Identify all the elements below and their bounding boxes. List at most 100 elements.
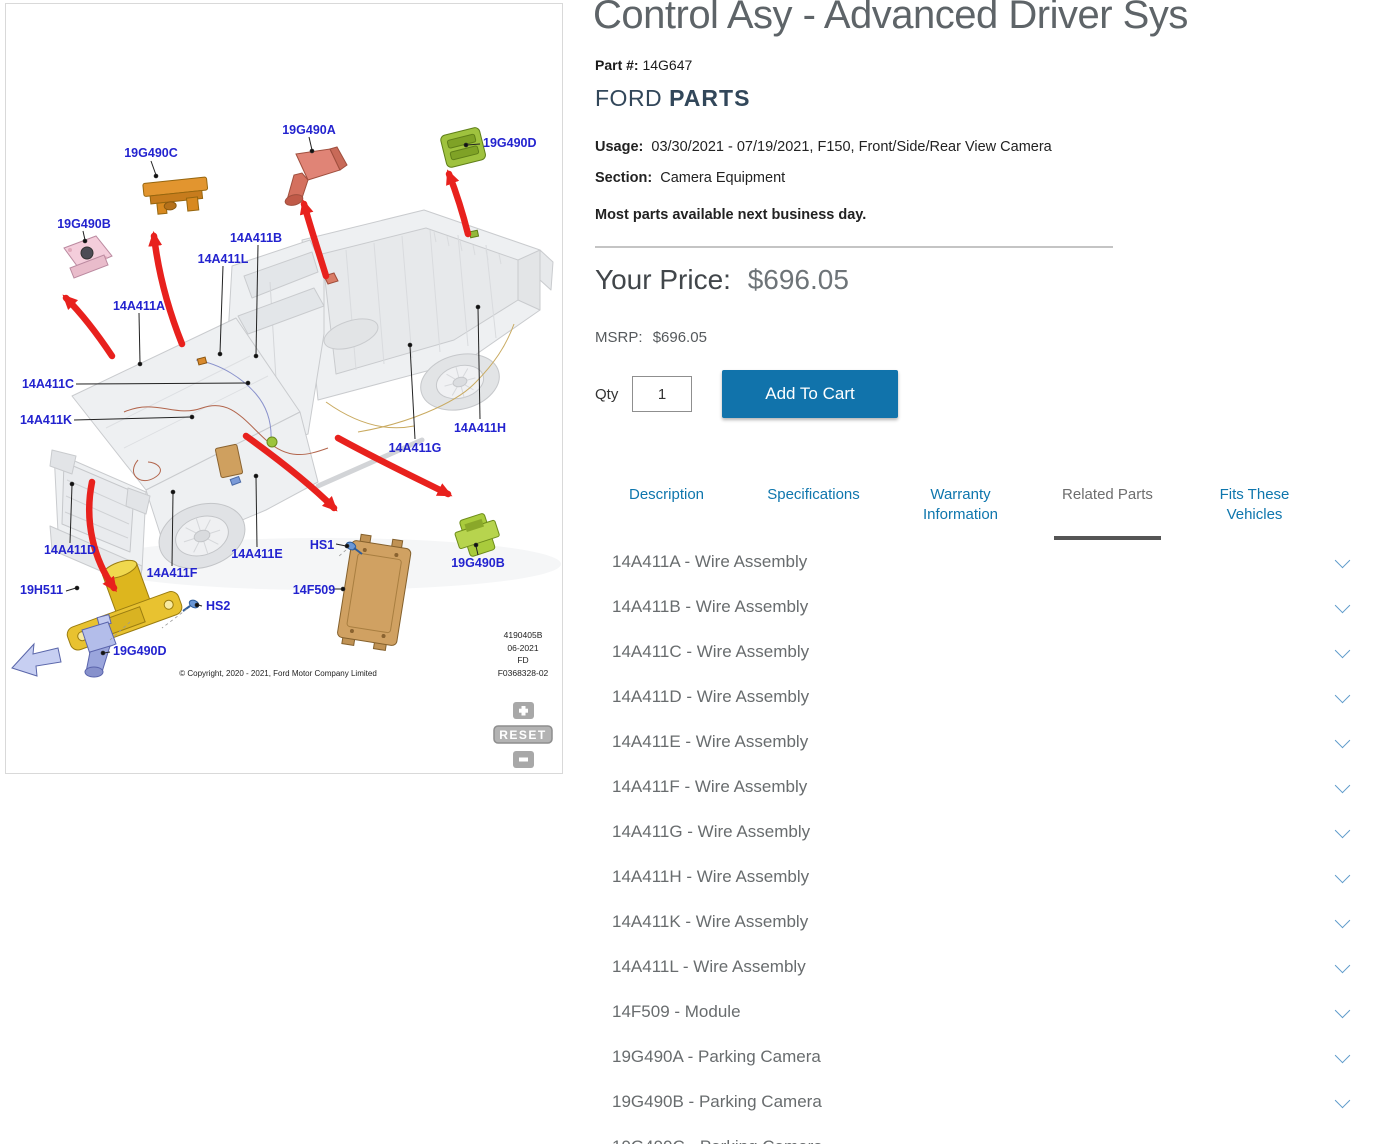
section-label: Section: bbox=[595, 170, 653, 186]
tab-label: Fits These Vehicles bbox=[1219, 486, 1290, 523]
part-label: 14A411B bbox=[230, 231, 282, 245]
tab-label: Description bbox=[628, 486, 705, 503]
tab-warranty-information[interactable]: Warranty Information bbox=[887, 483, 1034, 540]
zoom-reset-button[interactable]: RESET bbox=[493, 725, 553, 744]
chevron-down-icon[interactable] bbox=[1334, 912, 1351, 929]
quantity-input[interactable] bbox=[632, 376, 692, 412]
part-14f509 bbox=[337, 533, 412, 652]
chevron-down-icon[interactable] bbox=[1334, 687, 1351, 704]
diagram-copyright: © Copyright, 2020 - 2021, Ford Motor Com… bbox=[179, 669, 377, 678]
chevron-down-icon[interactable] bbox=[1334, 822, 1351, 839]
related-part-row[interactable]: 19G490A - Parking Camera bbox=[612, 1043, 1352, 1088]
part-label: 19H511 bbox=[20, 583, 63, 597]
chevron-down-icon[interactable] bbox=[1334, 1047, 1351, 1064]
related-part-label: 14A411F - Wire Assembly bbox=[612, 777, 808, 796]
related-part-label: 19G490B - Parking Camera bbox=[612, 1092, 822, 1111]
chevron-down-icon[interactable] bbox=[1334, 642, 1351, 659]
purchase-controls: Qty Add To Cart bbox=[595, 370, 995, 420]
tab-label: Warranty Information bbox=[922, 486, 999, 523]
page-title: Control Asy - Advanced Driver Sys bbox=[593, 0, 1188, 37]
section-line: Section: Camera Equipment bbox=[595, 170, 785, 186]
related-part-row[interactable]: 14A411C - Wire Assembly bbox=[612, 638, 1352, 683]
related-part-row[interactable]: 14F509 - Module bbox=[612, 998, 1352, 1043]
section-value: Camera Equipment bbox=[660, 170, 786, 186]
chevron-down-icon[interactable] bbox=[1334, 1002, 1351, 1019]
chevron-down-icon[interactable] bbox=[1334, 597, 1351, 614]
zoom-out-button[interactable] bbox=[513, 751, 534, 768]
related-part-label: 14A411B - Wire Assembly bbox=[612, 597, 809, 616]
stamp-line: 06-2021 bbox=[507, 643, 538, 653]
part-label: 14A411G bbox=[389, 441, 442, 455]
tab-fits-these-vehicles[interactable]: Fits These Vehicles bbox=[1181, 483, 1328, 540]
tab-related-parts[interactable]: Related Parts bbox=[1034, 483, 1181, 540]
stamp-line: 4190405B bbox=[504, 630, 543, 640]
part-19g490b-top bbox=[63, 235, 113, 279]
related-part-label: 14A411K - Wire Assembly bbox=[612, 912, 809, 931]
parts-diagram: 19G490C 19G490A 19G490D 19G490B 14A411B … bbox=[11, 123, 561, 768]
red-arrows bbox=[62, 169, 472, 593]
part-label: 19G490B bbox=[451, 556, 505, 570]
related-part-row[interactable]: 14A411F - Wire Assembly bbox=[612, 773, 1352, 818]
chevron-down-icon[interactable] bbox=[1334, 552, 1351, 569]
related-part-row[interactable]: 14A411D - Wire Assembly bbox=[612, 683, 1352, 728]
related-parts-list: 14A411A - Wire Assembly 14A411B - Wire As… bbox=[612, 548, 1352, 1144]
related-part-row[interactable]: 14A411E - Wire Assembly bbox=[612, 728, 1352, 773]
related-part-label: 14A411G - Wire Assembly bbox=[612, 822, 811, 841]
related-part-row[interactable]: 14A411K - Wire Assembly bbox=[612, 908, 1352, 953]
related-part-label: 14A411A - Wire Assembly bbox=[612, 552, 808, 571]
part-number-value: 14G647 bbox=[642, 57, 693, 73]
product-info-column: Control Asy - Advanced Driver Sys Part #… bbox=[593, 0, 1355, 1144]
product-tabs: Description Specifications Warranty Info… bbox=[593, 483, 1330, 540]
msrp-value: $696.05 bbox=[652, 329, 707, 346]
divider bbox=[595, 246, 1113, 248]
part-label: 14A411C bbox=[22, 377, 74, 391]
zoom-in-button[interactable] bbox=[513, 702, 534, 719]
related-part-label: 14A411H - Wire Assembly bbox=[612, 867, 810, 886]
brand-second: PARTS bbox=[669, 85, 751, 111]
part-label: 19G490A bbox=[282, 123, 336, 137]
chevron-down-icon[interactable] bbox=[1334, 867, 1351, 884]
availability-note: Most parts available next business day. bbox=[595, 207, 867, 223]
price-line: Your Price: $696.05 bbox=[595, 264, 849, 296]
tab-label: Related Parts bbox=[1062, 486, 1153, 503]
related-part-label: 19G490C - Parking Camera bbox=[612, 1137, 823, 1144]
inline-connectors bbox=[196, 229, 480, 486]
part-label: 14A411E bbox=[231, 547, 282, 561]
parts-diagram-panel: 19G490C 19G490A 19G490D 19G490B 14A411B … bbox=[5, 3, 563, 774]
part-label: 14F509 bbox=[293, 583, 335, 597]
related-part-row[interactable]: 19G490C - Parking Camera bbox=[612, 1133, 1352, 1144]
tab-specifications[interactable]: Specifications bbox=[740, 483, 887, 540]
chevron-down-icon[interactable] bbox=[1334, 1137, 1351, 1144]
chevron-down-icon[interactable] bbox=[1334, 777, 1351, 794]
related-part-row[interactable]: 14A411B - Wire Assembly bbox=[612, 593, 1352, 638]
part-number-line: Part #: 14G647 bbox=[595, 57, 692, 73]
tab-description[interactable]: Description bbox=[593, 483, 740, 540]
part-label: 14A411K bbox=[20, 413, 72, 427]
related-part-label: 19G490A - Parking Camera bbox=[612, 1047, 821, 1066]
part-label: 14A411A bbox=[113, 299, 165, 313]
part-label: 14A411H bbox=[454, 421, 506, 435]
part-label: HS1 bbox=[310, 538, 334, 552]
chevron-down-icon[interactable] bbox=[1334, 1092, 1351, 1109]
related-part-row[interactable]: 14A411L - Wire Assembly bbox=[612, 953, 1352, 998]
chevron-down-icon[interactable] bbox=[1334, 957, 1351, 974]
price-label: Your Price: bbox=[595, 264, 731, 295]
usage-value: 03/30/2021 - 07/19/2021, F150, Front/Sid… bbox=[651, 139, 1052, 155]
add-to-cart-button[interactable]: Add To Cart bbox=[722, 370, 898, 418]
related-part-row[interactable]: 14A411G - Wire Assembly bbox=[612, 818, 1352, 863]
part-19g490b-bottom bbox=[454, 513, 500, 557]
part-labels: 19G490C 19G490A 19G490D 19G490B 14A411B … bbox=[20, 123, 537, 658]
related-part-label: 14A411C - Wire Assembly bbox=[612, 642, 810, 661]
part-19g490d-top bbox=[440, 127, 486, 168]
related-part-row[interactable]: 19G490B - Parking Camera bbox=[612, 1088, 1352, 1133]
part-label: 14A411D bbox=[44, 543, 96, 557]
tab-label: Specifications bbox=[767, 486, 860, 503]
part-label: 14A411L bbox=[198, 252, 249, 266]
chevron-down-icon[interactable] bbox=[1334, 732, 1351, 749]
related-part-row[interactable]: 14A411H - Wire Assembly bbox=[612, 863, 1352, 908]
msrp-label: MSRP: bbox=[595, 329, 643, 346]
usage-label: Usage: bbox=[595, 139, 644, 155]
related-part-label: 14A411L - Wire Assembly bbox=[612, 957, 806, 976]
related-part-row[interactable]: 14A411A - Wire Assembly bbox=[612, 548, 1352, 593]
